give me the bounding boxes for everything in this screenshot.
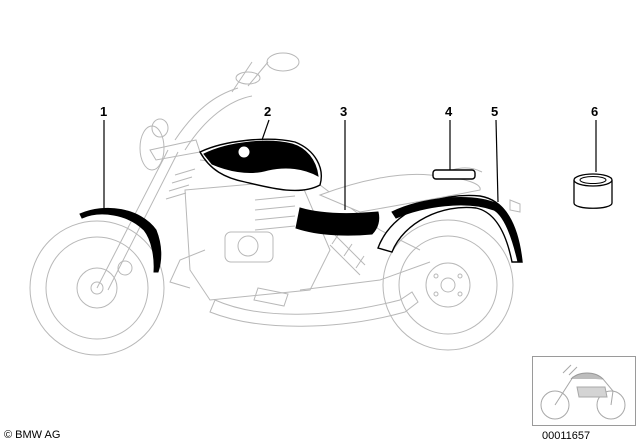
leader-lines (103, 119, 597, 210)
copyright-notice: © BMW AG (4, 429, 61, 441)
fuel-tank-decor (203, 140, 319, 177)
callout-4: 4 (445, 104, 453, 119)
callout-6: 6 (591, 104, 598, 119)
roll-of-adhesive (573, 173, 613, 209)
drawing-number: 00011657 (542, 430, 591, 442)
bmw-logo-icon (237, 145, 251, 159)
callout-3: 3 (340, 104, 347, 119)
callout-1: 1 (100, 104, 107, 119)
callout-2: 2 (264, 104, 271, 119)
callout-5: 5 (491, 104, 498, 119)
motorcycle-thumbnail-icon (540, 364, 626, 420)
motorcycle-outline (29, 52, 521, 356)
seat-side-decor (295, 207, 380, 236)
pad (432, 169, 476, 180)
front-fender-stripe (79, 207, 162, 273)
rear-fender-stripe (391, 197, 523, 263)
overview-thumbnail (532, 356, 636, 426)
